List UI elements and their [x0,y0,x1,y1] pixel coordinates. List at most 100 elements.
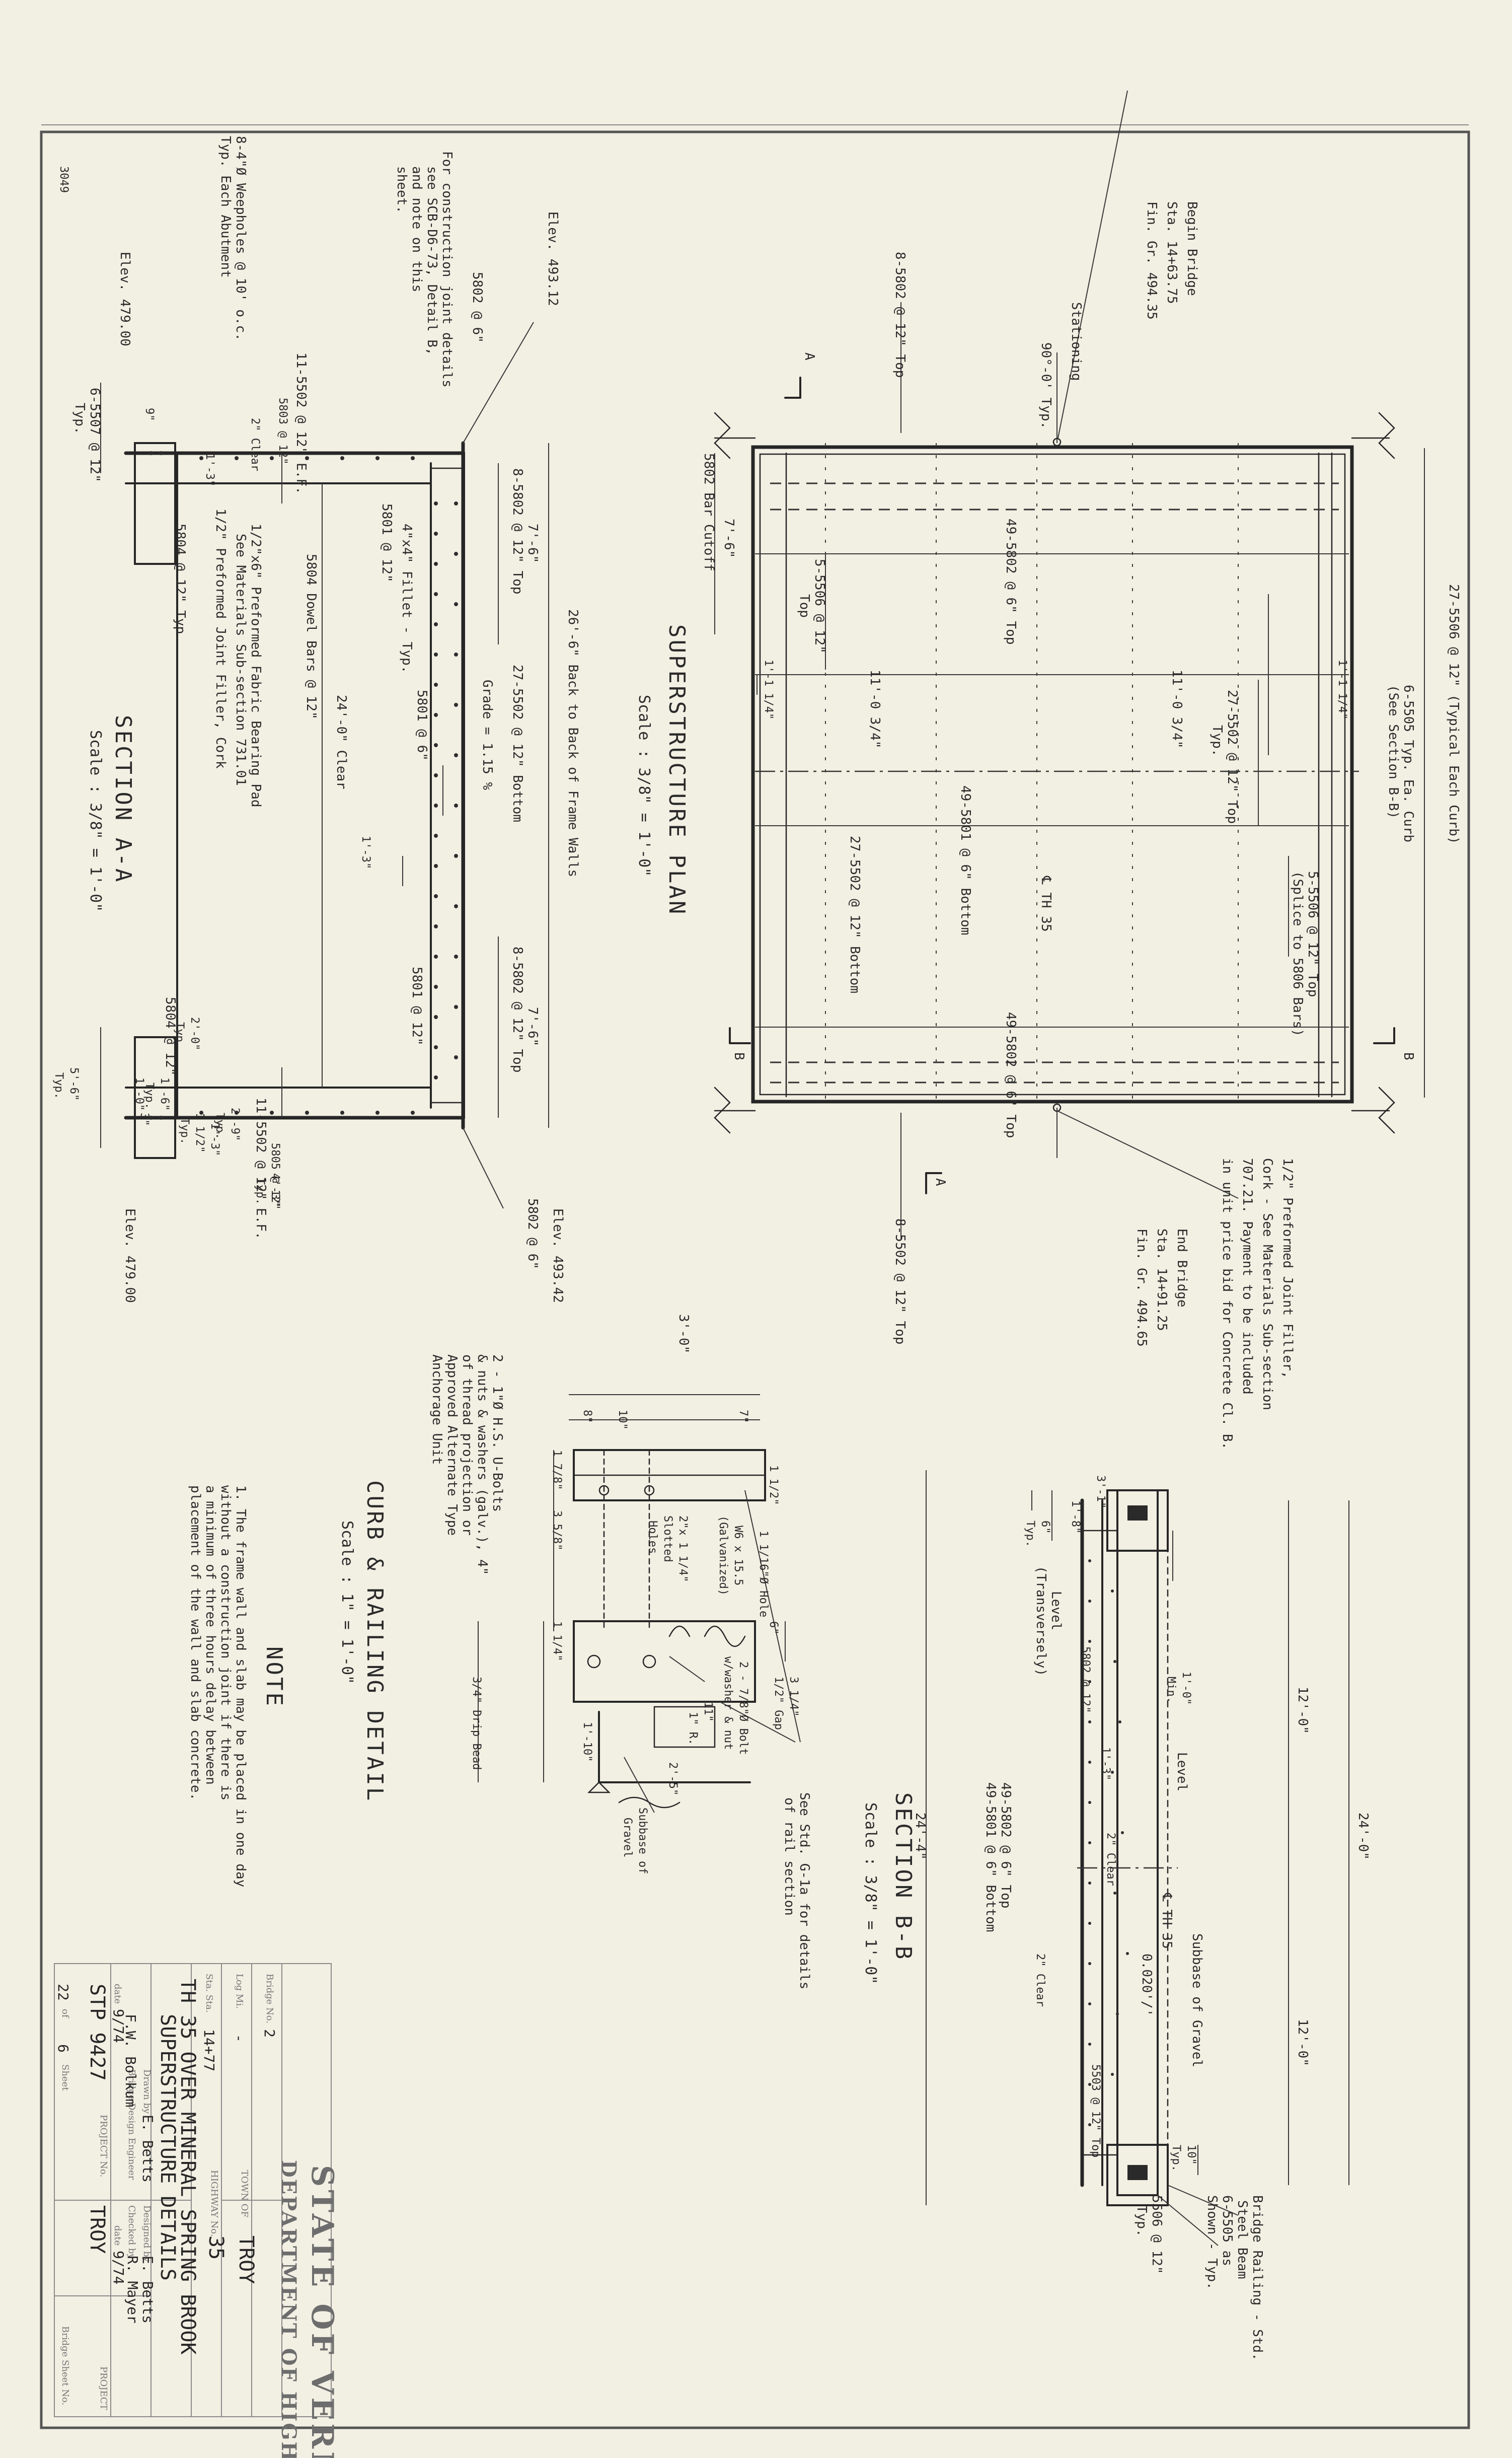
plan-begin-sta: Sta. 14+63.75 [1164,201,1179,304]
aa-title: SECTION A-A [110,715,136,884]
section-aa [100,322,549,1209]
bb-level-r: Level [1174,1752,1189,1791]
aa-dim-1-3: 1'-3" [203,453,216,486]
bb-level-1: Level [1048,1591,1064,1630]
aa-dim-9: 9" [143,408,156,421]
aa-dim-2-9-typ: Typ. [213,1113,226,1139]
aa-dim-4-3: 4'-3" [269,1173,281,1206]
plan-top-bars-1: 49-5802 @ 6" Top [1003,519,1018,644]
plan-left-bars-top: Top [797,594,812,618]
tb-sheet-label: Bridge Sheet No. [60,2326,70,2405]
curb-ubolts-5: Anchorage Unit [429,1354,444,1465]
plan-curb-see: (See Section B-B) [1386,685,1401,819]
plan-left-top-bars: 8-5802 @ 12" Top [892,252,908,378]
bb-top-bars: 49-5802 @ 6" Top [998,1782,1013,1908]
curb-subbase-1: Subbase of [636,1808,649,1874]
plan-edge-dim-left: 1'-1 1/4" [762,660,775,719]
aa-dim-2-0: 2'-0" [188,1017,201,1050]
plan-begin-bridge: Begin Bridge [1184,201,1199,296]
curb-dim-1-7: 1 7/8" [551,1450,563,1490]
tb-project-label: PROJECT [98,2366,109,2410]
curb-dim-10: 10" [616,1410,629,1430]
bb-s5503: 5503 @ 12" Top [1089,2064,1102,2157]
bb-bot-bars: 49-5801 @ 6" Bottom [983,1782,998,1932]
curb-gap: 3 1/4" [787,1677,800,1716]
tb-checked-label: Checked by [126,2205,137,2259]
aa-elev-top-right: Elev. 493.42 [550,1208,565,1303]
plan-curb-bars: 27-5506 @ 12" (Typical Each Curb) [1446,584,1461,844]
aa-dim-1-2-typ: Typ. [178,1118,191,1144]
tb-log: - [231,2034,248,2043]
bb-slope: 0.020'/' [1139,1954,1154,2016]
curb-dim-1r: 1" R. [687,1712,699,1745]
curb-dim-1-10: 1'-10" [581,1722,593,1762]
aa-wall-bars-right: 5801 @ 12" [409,967,424,1046]
tb-desc-1: TH 35 OVER MINERAL SPRING BROOK [176,1979,199,2355]
plan-end-bridge: End Bridge [1174,1228,1189,1308]
aa-dim-5-6-typ: Typ. [52,1072,65,1099]
aa-top-bars-right: 8-5802 @ 12" Top [510,947,525,1072]
curb-beam-1: W6 x 15.5 [732,1526,744,1585]
plan-half-dim-2: 11'-0 3/4" [1169,670,1184,749]
plan-begin-fin-gr: Fin. Gr. 494.35 [1144,201,1159,320]
plan-left-bars: 5-5506 @ 12" [812,559,827,654]
bb-dim-10-typ: Typ. [1170,2145,1182,2172]
tb-sheet: 6 [55,2044,71,2053]
tb-hwy: 35 [204,2235,228,2260]
bb-dim-10: 10" [1185,2145,1197,2165]
curb-dim-8: 8" [581,1410,593,1423]
tb-project: TROY [86,2205,109,2254]
tb-bridge-label: Bridge No. [264,1974,275,2023]
curb-railing-detail [478,1394,801,1813]
curb-hole: 1 1/16"Ø Hole [757,1531,770,1617]
curb-slotted-2: Slotted [661,1515,674,1562]
bb-subbase: Subbase of Gravel [1189,1933,1204,2067]
title-block-frame [54,1963,332,2417]
tb-checked: R. Mayer [124,2256,141,2324]
tb-sheet-no-label: Sheet [60,2064,70,2091]
aa-ftg-left: 6-5507 @ 12" [87,388,102,482]
aa-dim-1-6-typ: Typ. [143,1082,156,1109]
aa-wall-dim-left: 7'-6" [525,524,540,563]
tb-stat-label: Sta. Sta. [204,1974,214,2013]
aa-ef-left: 11-5502 @ 12" E.F. [293,352,309,494]
plan-bar-cutoff: 5802 Bar Cutoff [701,453,716,571]
aa-dim-1-0: 1'-0" [133,1077,145,1111]
plan-top-bars-2: 49-5802 @ 6" Top [1003,1012,1018,1138]
aa-constr-1: For construction joint details [439,151,455,388]
plan-end-sta: Sta. 14+91.25 [1154,1228,1169,1331]
aa-ftg-bars-right: 5804 @ 12" [163,997,178,1076]
note-line-3: a minimum of three hours delay between [203,1485,218,1785]
curb-width: 3'-0" [676,1314,691,1353]
curb-slotted-3: Holes [646,1521,659,1554]
plan-section-mark-a-top: A [802,352,817,360]
plan-end-fin-gr: Fin. Gr. 494.65 [1134,1228,1149,1347]
tb-bridge: 2 [261,2029,278,2038]
plan-right-top-bars: 8-5502 @ 12" Top [892,1218,908,1344]
aa-elev-bot-right: Elev. 479.00 [122,1208,137,1303]
curb-dim-1-5: 1 1/2" [767,1465,780,1505]
aa-constr-2: see SCB-D6-73, Detail B, [424,166,439,355]
bb-s5505-2: Shown - Typ. [1204,2195,1220,2290]
aa-wall-dim-right: 7'-6" [525,1007,540,1046]
aa-s5803: 5803 @ 12" [276,398,289,464]
bb-clear-1: 2" Clear [1104,1833,1117,1886]
plan-curb-typ: 6-5505 Typ. Ea. Curb [1401,685,1416,842]
bb-roadway: 24'-0" [1355,1813,1371,1860]
plan-section-mark-b-right: B [1401,1052,1416,1060]
bb-scale: Scale : 3/8" = 1'-0" [862,1802,879,1984]
tb-of-label: of [60,2009,70,2018]
bb-dim-1-3: 1'-3" [1099,1747,1112,1780]
plan-skew: 90°-0' Typ. [1038,342,1053,429]
plan-title: SUPERSTRUCTURE PLAN [664,624,690,916]
curb-dim-2-5: 2'-5" [666,1762,679,1795]
bb-dim-6-typ: 6" [1039,1521,1051,1534]
curb-dim-1-4: 1 1/4" [551,1621,563,1661]
aa-dim-1-2: 1 1/2" [193,1113,206,1152]
plan-edge-dim-right: 1'-1 1/4" [1336,660,1348,719]
aa-dim-5-6: 5'-6" [67,1067,80,1101]
aa-dim-3: 3" [138,1113,150,1126]
bb-s5506-2: Typ. [1134,2205,1149,2237]
